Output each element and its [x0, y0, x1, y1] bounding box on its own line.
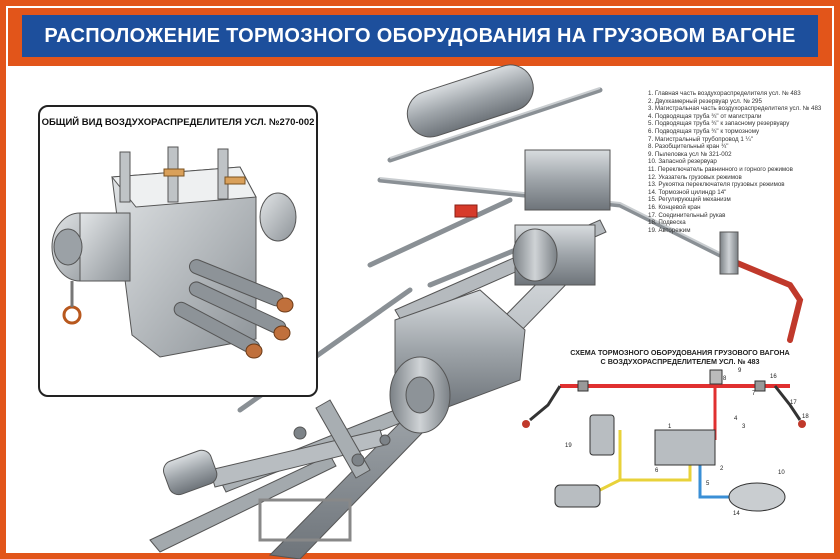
legend-item: 8. Разобщительный кран ¾"	[648, 143, 729, 151]
left-hose	[529, 385, 562, 422]
air-distributor-270-002-drawing	[51, 146, 297, 359]
legend-item: 19. Авторежим	[648, 226, 691, 234]
legend-item: 3. Магистральная часть воздухораспредели…	[648, 105, 822, 113]
callout-3: 3	[742, 424, 746, 430]
schema-title: СХЕМА ТОРМОЗНОГО ОБОРУДОВАНИЯ ГРУЗОВОГО …	[535, 348, 825, 366]
callout-4: 4	[734, 416, 738, 422]
title-panel: РАСПОЛОЖЕНИЕ ТОРМОЗНОГО ОБОРУДОВАНИЯ НА …	[22, 15, 818, 57]
right-hose	[773, 385, 802, 421]
legend-item: 13. Рукоятка переключателя грузовых режи…	[648, 181, 785, 189]
spare-reservoir-component	[728, 482, 786, 512]
end-valve-pipe-drawing	[727, 257, 804, 343]
disconnect-valve-drawing	[454, 204, 478, 218]
callout-5: 5	[706, 481, 710, 487]
schema-title-line1: СХЕМА ТОРМОЗНОГО ОБОРУДОВАНИЯ ГРУЗОВОГО …	[570, 348, 790, 357]
legend-item: 6. Подводящая труба ¾" к тормозному	[648, 127, 760, 135]
spare-reservoir-drawing	[406, 64, 534, 138]
callout-16: 16	[770, 374, 777, 380]
end-valve-left	[577, 380, 589, 392]
air-distributor-inset: ОБЩИЙ ВИД ВОЗДУХОРАСПРЕДЕЛИТЕЛЯ УСЛ. №27…	[38, 105, 318, 397]
legend-item: 10. Запасной резервуар	[648, 158, 717, 166]
air-distributor-component	[654, 429, 716, 466]
callout-17: 17	[790, 400, 797, 406]
legend-item: 5. Подводящая труба ¾" к запасному резер…	[648, 120, 790, 128]
callout-18: 18	[802, 414, 809, 420]
legend-item: 15. Регулирующий механизм	[648, 196, 731, 204]
legend-item: 2. Двухкамерный резервуар усл. № 295	[648, 97, 762, 105]
legend-item: 14. Тормозной цилиндр 14"	[648, 188, 727, 196]
legend-item: 1. Главная часть воздухораспределителя у…	[648, 90, 801, 97]
legend-item: 16. Концевой кран	[648, 203, 701, 211]
end-valve-right	[754, 380, 766, 392]
equipment-legend: 1. Главная часть воздухораспределителя у…	[648, 90, 838, 234]
legend-item: 12. Указатель грузовых режимов	[648, 173, 742, 181]
schema-title-line2: С ВОЗДУХОРАСПРЕДЕЛИТЕЛЕМ УСЛ. № 483	[600, 357, 760, 366]
legend-item: 17. Соединительный рукав	[648, 211, 726, 219]
callout-8: 8	[723, 376, 727, 382]
legend-item: 7. Магистральный трубопровод 1 ¼"	[648, 135, 753, 143]
callout-10: 10	[778, 470, 785, 476]
auto-mode-drawing	[163, 449, 352, 542]
callout-14: 14	[733, 511, 740, 517]
auto-mode-component	[589, 414, 615, 456]
title-bar: РАСПОЛОЖЕНИЕ ТОРМОЗНОГО ОБОРУДОВАНИЯ НА …	[8, 8, 832, 66]
callout-2: 2	[720, 466, 724, 472]
brake-cylinder-component	[554, 484, 601, 508]
legend-item: 18. Подвеска	[648, 219, 686, 227]
inset-title: ОБЩИЙ ВИД ВОЗДУХОРАСПРЕДЕЛИТЕЛЯ УСЛ. №27…	[41, 117, 315, 128]
legend-item: 4. Подводящая труба ¾" от магистрали	[648, 112, 762, 120]
callout-19: 19	[565, 443, 572, 449]
callout-9: 9	[738, 368, 742, 374]
lever-linkage-drawing	[209, 399, 391, 488]
air-distributor-drawing	[512, 149, 611, 286]
poster-title: РАСПОЛОЖЕНИЕ ТОРМОЗНОГО ОБОРУДОВАНИЯ НА …	[44, 24, 796, 47]
callout-6: 6	[655, 468, 659, 474]
dust-catcher	[709, 369, 723, 385]
brake-cylinder-drawing	[389, 289, 526, 434]
right-coupling-head	[798, 420, 806, 428]
end-flange-drawing	[719, 231, 739, 275]
legend-item: 11. Переключатель равнинного и горного р…	[648, 165, 793, 173]
left-coupling-head	[522, 420, 530, 428]
legend-item: 9. Пылеловка усл № 321-002	[648, 150, 732, 158]
callout-1: 1	[668, 424, 672, 430]
reservoir-pipe	[698, 455, 730, 499]
callout-7: 7	[752, 391, 756, 397]
